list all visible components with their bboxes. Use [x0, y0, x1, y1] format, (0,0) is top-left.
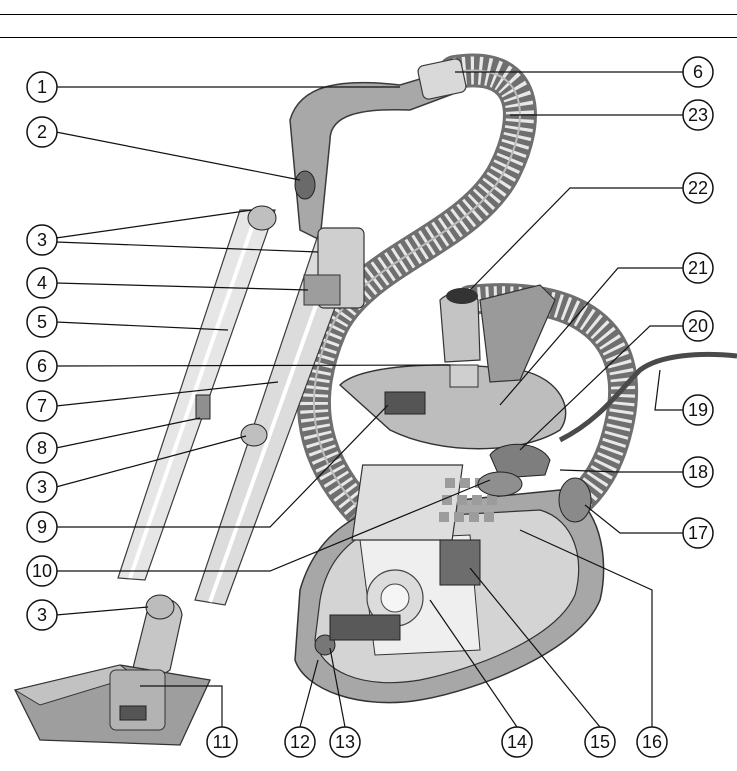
svg-text:4: 4 [37, 273, 47, 293]
callout-10: 10 [27, 556, 57, 586]
callout-15: 15 [585, 727, 615, 757]
callout-16: 16 [637, 727, 667, 757]
svg-text:13: 13 [335, 732, 355, 752]
svg-text:1: 1 [37, 77, 47, 97]
callout-5: 5 [27, 307, 57, 337]
callout-3c: 3 [27, 600, 57, 630]
svg-text:11: 11 [213, 732, 232, 752]
callout-21: 21 [683, 253, 713, 283]
svg-text:7: 7 [37, 396, 47, 416]
svg-text:9: 9 [37, 517, 47, 537]
svg-text:22: 22 [688, 178, 708, 198]
svg-text:21: 21 [688, 258, 708, 278]
svg-text:5: 5 [37, 312, 47, 332]
callout-6a: 6 [27, 351, 57, 381]
callout-19: 19 [683, 395, 713, 425]
callout-8: 8 [27, 433, 57, 463]
callout-11: 11 [207, 727, 237, 757]
callout-17: 17 [683, 518, 713, 548]
callout-20: 20 [683, 311, 713, 341]
svg-text:2: 2 [37, 122, 47, 142]
svg-text:10: 10 [32, 561, 52, 581]
svg-text:16: 16 [642, 732, 662, 752]
vacuum-body [295, 354, 737, 702]
svg-text:3: 3 [37, 477, 47, 497]
callout-4: 4 [27, 268, 57, 298]
svg-text:19: 19 [688, 400, 708, 420]
svg-text:23: 23 [688, 105, 708, 125]
callout-2: 2 [27, 117, 57, 147]
callout-6b: 6 [683, 57, 713, 87]
callout-9: 9 [27, 512, 57, 542]
hose-handle [290, 58, 467, 240]
svg-text:20: 20 [688, 316, 708, 336]
svg-text:8: 8 [37, 438, 47, 458]
callout-3b: 3 [27, 472, 57, 502]
svg-text:3: 3 [37, 605, 47, 625]
callout-18: 18 [683, 457, 713, 487]
svg-text:15: 15 [590, 732, 610, 752]
callout-13: 13 [330, 727, 360, 757]
callout-23: 23 [683, 100, 713, 130]
callout-22: 22 [683, 173, 713, 203]
svg-text:3: 3 [37, 230, 47, 250]
svg-text:17: 17 [688, 523, 708, 543]
svg-text:6: 6 [693, 62, 703, 82]
callout-7: 7 [27, 391, 57, 421]
svg-text:12: 12 [290, 732, 310, 752]
callout-3a: 3 [27, 225, 57, 255]
svg-text:6: 6 [37, 356, 47, 376]
accessory-brush [440, 285, 555, 387]
callout-14: 14 [502, 727, 532, 757]
callout-12: 12 [285, 727, 315, 757]
svg-text:14: 14 [507, 732, 527, 752]
svg-text:18: 18 [688, 462, 708, 482]
callout-1: 1 [27, 72, 57, 102]
